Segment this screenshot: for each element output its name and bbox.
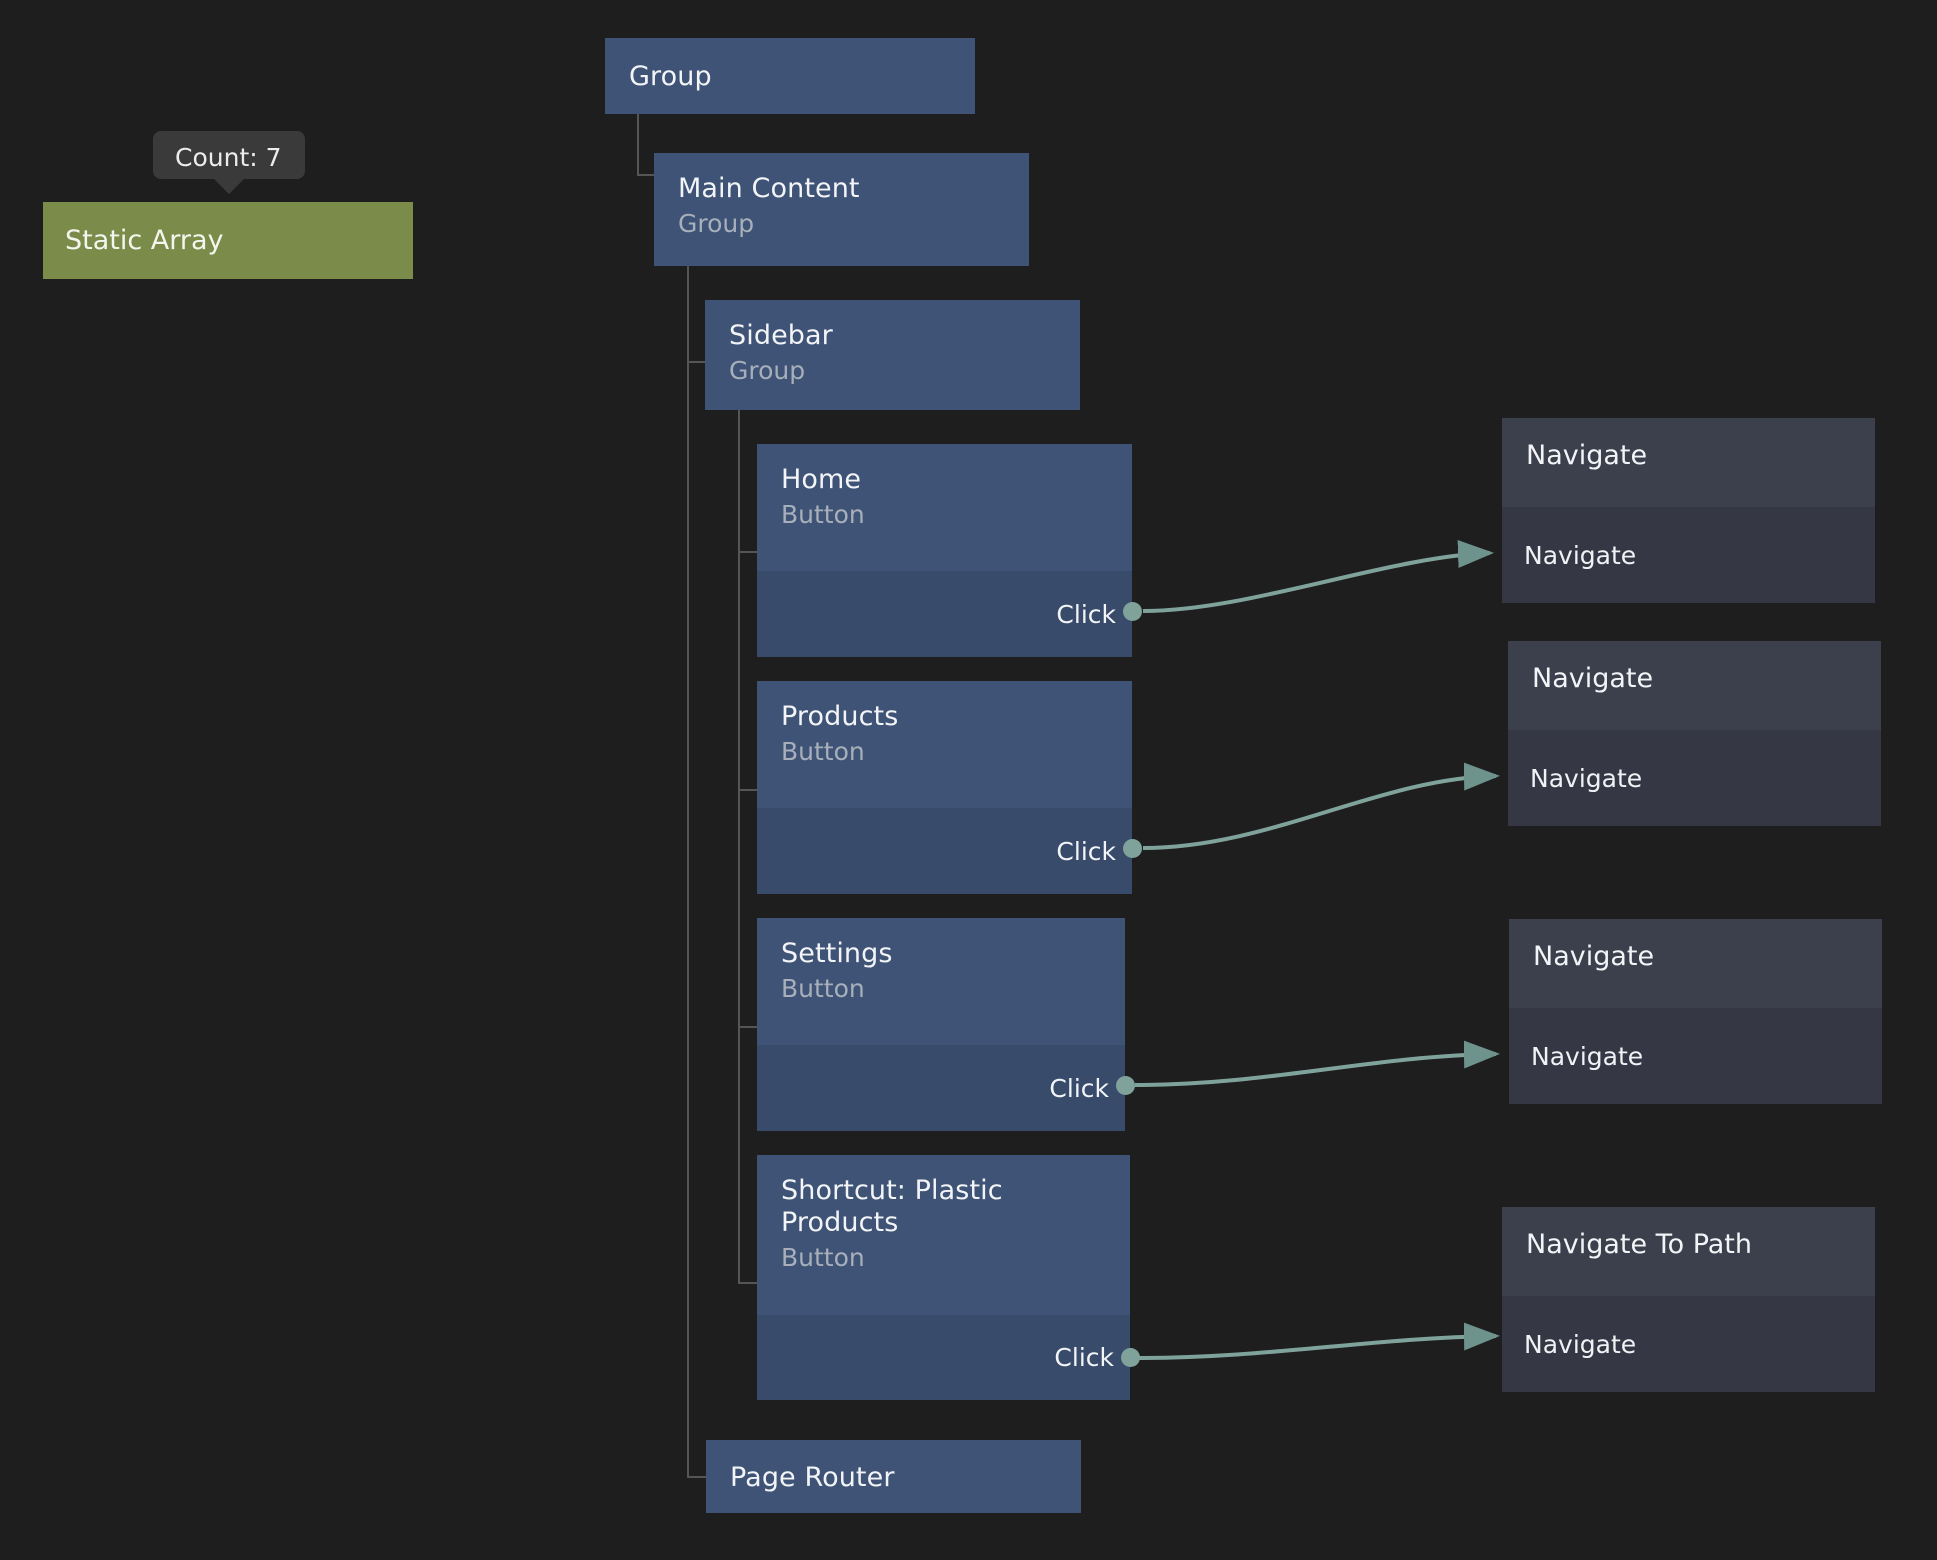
products-click-port-dot[interactable] [1123, 839, 1142, 858]
settings-click-port-dot[interactable] [1116, 1076, 1135, 1095]
navigate-1-input-label: Navigate [1524, 540, 1637, 570]
navigate-to-path-title: Navigate To Path [1526, 1229, 1753, 1260]
group-root-node[interactable]: Group [605, 38, 975, 114]
tree-connector-horizontal [738, 789, 759, 791]
navigate-3-body: Navigate [1509, 1008, 1882, 1104]
navigate-to-path-body: Navigate [1502, 1296, 1875, 1392]
home-title: Home [781, 464, 862, 495]
products-click-port-label: Click [1056, 836, 1116, 866]
sidebar-subtitle: Group [729, 355, 806, 385]
action-node-navigate-3[interactable]: Navigate Navigate [1509, 919, 1882, 1104]
edge-settings-click-to-navigate [1134, 1040, 1500, 1087]
home-body: Click [757, 571, 1132, 657]
page-router-header: Page Router [706, 1440, 1081, 1513]
tree-connector-horizontal [687, 1476, 708, 1478]
shortcut-click-port-dot[interactable] [1121, 1348, 1140, 1367]
main-content-node[interactable]: Main Content Group [654, 153, 1029, 266]
main-content-subtitle: Group [678, 208, 755, 238]
main-content-header: Main Content Group [654, 153, 1029, 266]
tooltip-text: Count: 7 [175, 143, 282, 172]
shortcut-body: Click [757, 1315, 1130, 1400]
tooltip-arrow-icon [213, 178, 245, 194]
home-header: Home Button [757, 444, 1132, 571]
navigate-2-header: Navigate [1508, 641, 1881, 730]
settings-subtitle: Button [781, 973, 865, 1003]
tree-connector-horizontal [738, 1282, 759, 1284]
products-header: Products Button [757, 681, 1132, 808]
tree-connector-horizontal [637, 174, 658, 176]
home-click-port-dot[interactable] [1123, 602, 1142, 621]
shortcut-title: Shortcut: Plastic Products [781, 1175, 1012, 1238]
action-node-navigate-to-path[interactable]: Navigate To Path Navigate [1502, 1207, 1875, 1392]
navigate-to-path-input-label: Navigate [1524, 1329, 1637, 1359]
button-node-shortcut-plastic-products[interactable]: Shortcut: Plastic Products Button Click [757, 1155, 1140, 1400]
home-click-port-label: Click [1056, 599, 1116, 629]
edge-home-click-to-navigate [1142, 539, 1494, 613]
count-tooltip: Count: 7 [153, 131, 305, 194]
navigate-to-path-header: Navigate To Path [1502, 1207, 1875, 1296]
navigate-1-title: Navigate [1526, 440, 1648, 471]
navigate-2-title: Navigate [1532, 663, 1654, 694]
home-subtitle: Button [781, 499, 865, 529]
group-root-header: Group [605, 38, 975, 114]
tree-connector-vertical [687, 265, 689, 1477]
products-subtitle: Button [781, 736, 865, 766]
edge-products-click-to-navigate [1142, 762, 1500, 850]
settings-title: Settings [781, 938, 893, 969]
settings-click-port-label: Click [1049, 1073, 1109, 1103]
navigate-2-body: Navigate [1508, 730, 1881, 826]
tree-connector-vertical [637, 113, 639, 175]
tree-connector-horizontal [687, 361, 708, 363]
navigate-1-body: Navigate [1502, 507, 1875, 603]
sidebar-node[interactable]: Sidebar Group [705, 300, 1080, 410]
shortcut-click-port-row[interactable]: Click [757, 1315, 1130, 1400]
home-click-port-row[interactable]: Click [757, 571, 1132, 657]
navigate-2-input-label: Navigate [1530, 763, 1643, 793]
shortcut-click-port-label: Click [1054, 1343, 1114, 1372]
main-content-title: Main Content [678, 173, 860, 204]
tree-connector-vertical [738, 408, 740, 1283]
page-router-title: Page Router [730, 1461, 895, 1493]
settings-body: Click [757, 1045, 1125, 1131]
button-node-products[interactable]: Products Button Click [757, 681, 1142, 894]
sidebar-title: Sidebar [729, 320, 833, 351]
settings-header: Settings Button [757, 918, 1125, 1045]
tree-connector-horizontal [738, 1026, 759, 1028]
navigate-1-header: Navigate [1502, 418, 1875, 507]
static-array-title: Static Array [65, 225, 224, 256]
products-click-port-row[interactable]: Click [757, 808, 1132, 894]
navigate-3-header: Navigate [1509, 919, 1882, 1008]
settings-click-port-row[interactable]: Click [757, 1045, 1125, 1131]
button-node-settings[interactable]: Settings Button Click [757, 918, 1135, 1131]
tree-connector-horizontal [738, 551, 759, 553]
shortcut-header: Shortcut: Plastic Products Button [757, 1155, 1130, 1315]
products-body: Click [757, 808, 1132, 894]
edge-shortcut-click-to-navigate-to-path [1136, 1322, 1500, 1360]
action-node-navigate-2[interactable]: Navigate Navigate [1508, 641, 1881, 826]
shortcut-subtitle: Button [781, 1242, 865, 1272]
navigate-3-input-label: Navigate [1531, 1041, 1644, 1071]
group-root-title: Group [629, 61, 712, 93]
page-router-node[interactable]: Page Router [706, 1440, 1081, 1513]
button-node-home[interactable]: Home Button Click [757, 444, 1142, 657]
action-node-navigate-1[interactable]: Navigate Navigate [1502, 418, 1875, 603]
static-array-node[interactable]: Static Array [43, 202, 413, 279]
sidebar-header: Sidebar Group [705, 300, 1080, 410]
navigate-3-title: Navigate [1533, 941, 1655, 972]
products-title: Products [781, 701, 899, 732]
